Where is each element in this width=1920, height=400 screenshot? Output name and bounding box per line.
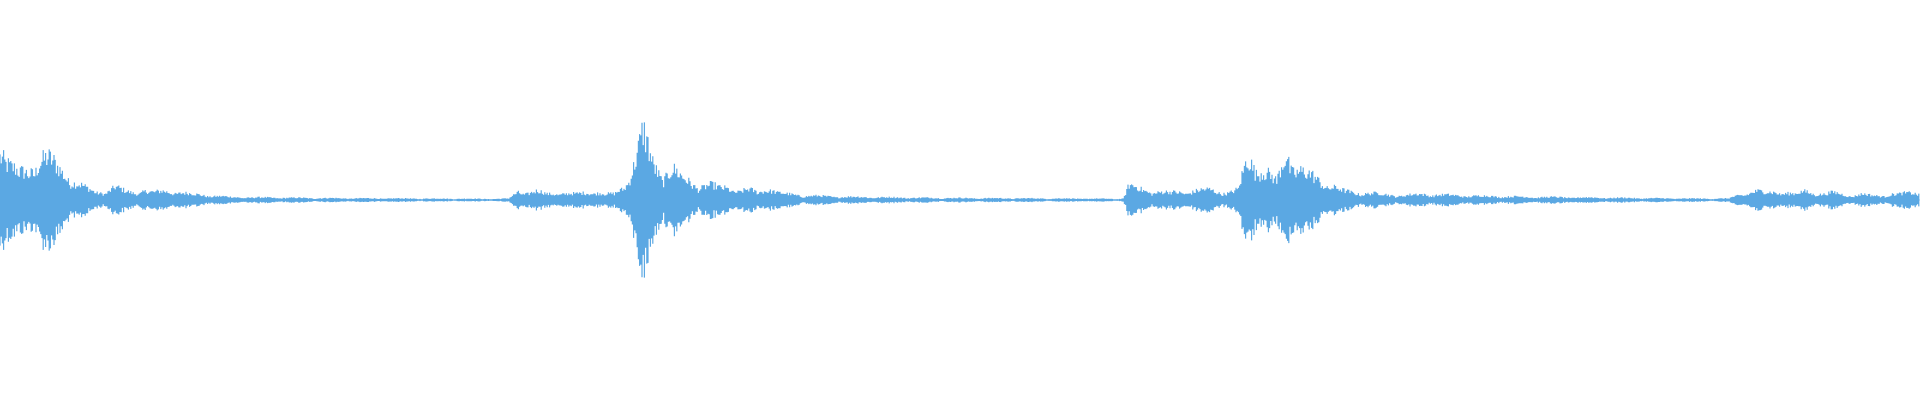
waveform-graphic	[0, 122, 1920, 278]
audio-waveform	[0, 122, 1920, 278]
